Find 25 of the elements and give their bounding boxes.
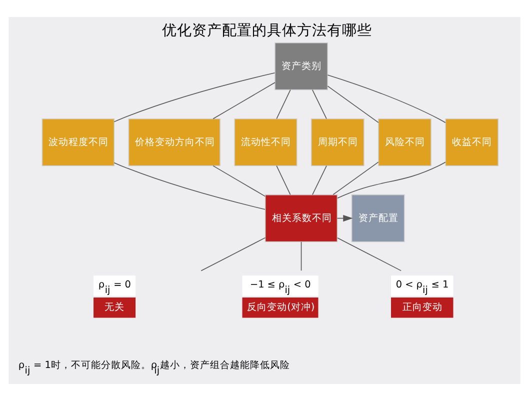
node-box: 风险不同 <box>378 118 432 166</box>
connector <box>114 72 276 122</box>
connector <box>312 164 327 195</box>
connector <box>114 162 266 210</box>
connector <box>200 236 266 271</box>
connector <box>337 161 446 198</box>
connector <box>332 161 379 194</box>
connector <box>337 236 402 271</box>
connector <box>212 164 266 196</box>
node-box: 相关系数不同 <box>264 194 338 242</box>
node-box: 周期不同 <box>310 118 364 166</box>
node-box: 波动程度不同 <box>42 118 115 166</box>
connector <box>327 85 379 122</box>
node-box: 流动性不同 <box>234 118 298 166</box>
connector <box>212 82 276 119</box>
node-box: 资产配置 <box>351 194 405 242</box>
connector <box>276 88 291 119</box>
connector <box>276 164 291 195</box>
node-box: 资产类别 <box>274 42 328 90</box>
node-box: 价格变动方向不同 <box>128 118 220 166</box>
connector <box>312 88 327 119</box>
connector <box>300 241 302 270</box>
node-box: 收益不同 <box>445 118 499 166</box>
connector <box>327 74 446 123</box>
diagram-title: 优化资产配置的具体方法有哪些 <box>162 22 372 39</box>
